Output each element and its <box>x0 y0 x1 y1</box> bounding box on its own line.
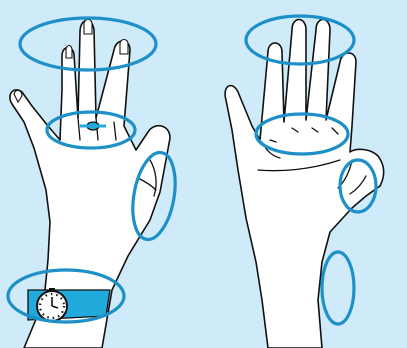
wristwatch <box>27 288 111 322</box>
ring <box>80 121 106 131</box>
fingernail <box>13 89 23 104</box>
left-hand-back <box>9 18 171 348</box>
fingernail <box>119 38 129 55</box>
highlight-right-wrist-side <box>320 250 356 326</box>
highlight-right-fingertips <box>244 14 356 66</box>
watch-hands <box>51 297 59 309</box>
fingernail <box>83 18 93 35</box>
fingernail <box>65 44 73 59</box>
watch-crown <box>49 288 55 292</box>
highlight-left-ring-base <box>45 110 137 150</box>
right-hand-outline <box>224 18 385 348</box>
highlight-left-wrist <box>6 268 126 324</box>
highlight-left-fingertips <box>18 16 158 72</box>
highlight-right-finger-creases <box>254 112 350 156</box>
highlight-left-thumb-side <box>131 150 177 242</box>
highlight-regions <box>6 14 378 326</box>
highlight-right-thumb-crease <box>338 158 378 214</box>
